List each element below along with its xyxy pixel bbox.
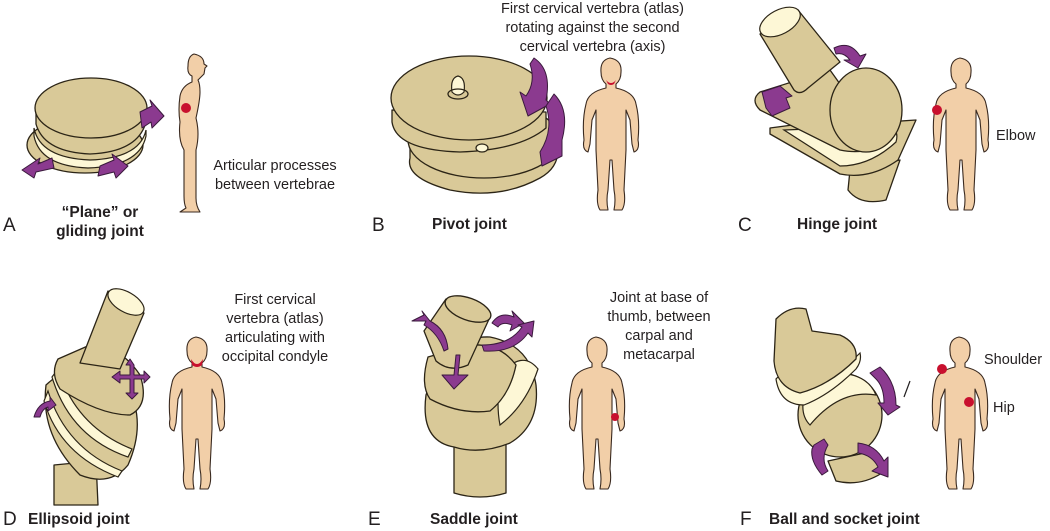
side-body-figure: [178, 53, 208, 213]
hinge-joint-illustration: [754, 6, 990, 211]
joint-marker-neck: [606, 80, 616, 85]
panel-letter: E: [368, 509, 381, 530]
front-body-figure: [931, 336, 989, 490]
panel-label-shoulder: Shoulder: [984, 352, 1043, 368]
panel-title: Ball and socket joint: [769, 511, 920, 528]
joint-marker-lower-back: [181, 103, 191, 113]
pivot-joint-illustration: [390, 55, 640, 211]
gliding-arrows: [21, 99, 165, 179]
joint-marker-elbow: [932, 105, 942, 115]
panel-description: Elbow: [996, 128, 1036, 144]
ellipsoid-joint-illustration: [33, 288, 226, 506]
front-body-figure: [168, 336, 226, 490]
panel-label-hip: Hip: [993, 400, 1015, 416]
saddle-joint-model: [423, 295, 539, 498]
joint-marker-hip: [964, 397, 974, 407]
saddle-arrows: [411, 310, 535, 390]
plane-joint-model: [26, 77, 148, 174]
plane-joint-illustration: [21, 53, 208, 213]
panel-letter: B: [372, 215, 385, 236]
hinge-arrows: [761, 44, 867, 117]
joint-marker-shoulder: [937, 364, 947, 374]
panel-letter: C: [738, 215, 752, 236]
joint-marker-thumb: [611, 413, 619, 421]
ellipsoid-arrows: [33, 358, 151, 418]
front-body-figure: [568, 336, 626, 490]
hinge-joint-model: [754, 6, 917, 203]
ellipsoid-joint-model: [43, 288, 145, 506]
panel-ellipsoid-joint: D Ellipsoid joint First cervical vertebr…: [0, 265, 350, 530]
panel-title: Ellipsoid joint: [28, 511, 130, 528]
divider-slash: [903, 380, 911, 398]
panel-title: Pivot joint: [432, 216, 507, 233]
panel-description: First cervical vertebra (atlas) articula…: [221, 292, 329, 365]
ball-and-socket-illustration: [773, 307, 989, 490]
panel-description: Joint at base of thumb, between carpal a…: [607, 290, 711, 363]
panel-saddle-joint: E Saddle joint Joint at base of thumb, b…: [350, 265, 711, 530]
ball-and-socket-model: [773, 307, 883, 484]
panel-description: Articular processes between vertebrae: [213, 158, 337, 193]
front-body-figure: [932, 57, 990, 211]
panel-ball-and-socket-joint: F Ball and socket joint Shoulder Hip: [700, 265, 1050, 530]
rotation-arrows: [519, 57, 566, 167]
panel-title: Saddle joint: [430, 511, 518, 528]
front-body-figure: [582, 57, 640, 211]
panel-description: First cervical vertebra (atlas) rotating…: [501, 1, 684, 55]
ball-socket-arrows: [811, 366, 901, 478]
pivot-joint-model: [390, 55, 561, 194]
panel-plane-joint: A “Plane” or gliding joint Articular pro…: [0, 0, 350, 264]
panel-letter: F: [740, 509, 752, 530]
joint-marker-neck: [191, 359, 203, 367]
panel-letter: A: [3, 215, 16, 236]
panel-title: “Plane” or gliding joint: [56, 204, 144, 240]
panel-pivot-joint: B Pivot joint First cervical vertebra (a…: [350, 0, 700, 264]
saddle-joint-illustration: [411, 295, 626, 498]
panel-letter: D: [3, 509, 17, 530]
panel-hinge-joint: C Hinge joint Elbow: [700, 0, 1050, 264]
panel-title: Hinge joint: [797, 216, 878, 233]
